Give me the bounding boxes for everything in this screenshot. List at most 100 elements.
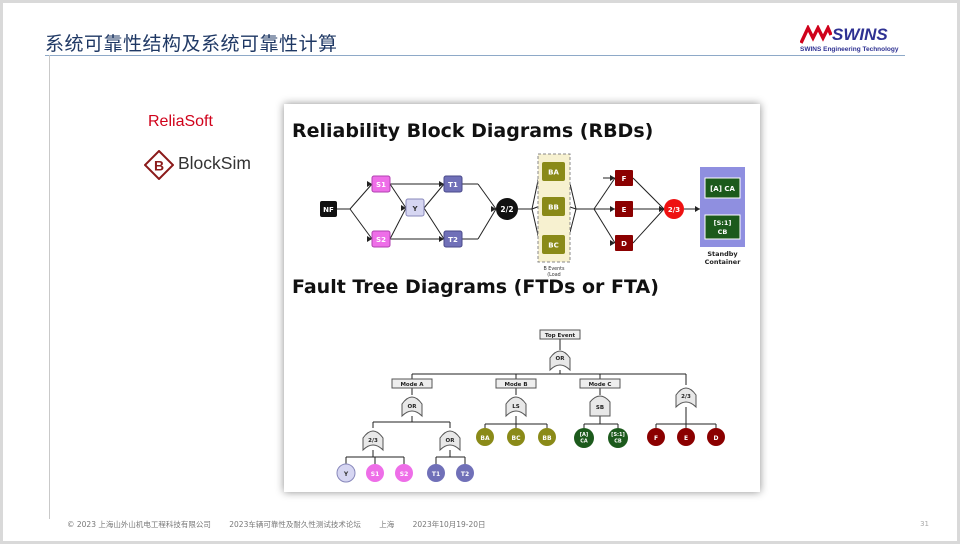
- fta-right-2of3-gate: [675, 387, 697, 409]
- fta-event-ca-label-2: CA: [580, 439, 588, 445]
- fta-mode-c: [579, 378, 621, 389]
- fta-top-event: [539, 329, 581, 340]
- rbd-block-ba: [542, 162, 565, 181]
- rbd-label-bb: BB: [548, 204, 559, 212]
- fta-event-bb: [538, 428, 556, 446]
- rbd-block-cb: [704, 214, 741, 240]
- rbd-node-2of3-label: 2/3: [668, 206, 680, 214]
- rbd-heading: Reliability Block Diagrams (RBDs): [292, 120, 653, 142]
- fta-mode-c-sb-label: SB: [596, 405, 604, 411]
- rbd-start-block: [320, 201, 337, 217]
- fta-event-cb-label-1: [S:1]: [611, 432, 625, 438]
- fta-mode-c-label: Mode C: [589, 382, 612, 388]
- fta-event-ca: [574, 428, 594, 448]
- swins-logo: SWINS SWINS Engineering Technology: [800, 25, 904, 59]
- fta-event-t1: [427, 464, 445, 482]
- fta-mode-b: [495, 378, 537, 389]
- rbd-block-y: [405, 198, 425, 217]
- fta-event-e: [677, 428, 695, 446]
- figure-panel: Reliability Block Diagrams (RBDs) Fault …: [284, 104, 760, 492]
- footer-date: 2023年10月19-20日: [412, 520, 486, 529]
- logo-wordmark: SWINS: [832, 25, 888, 44]
- fta-top-event-label: Top Event: [545, 333, 576, 339]
- slide: 系统可靠性结构及系统可靠性计算 SWINS SWINS Engineering …: [3, 3, 957, 541]
- reliasoft-logo-text: ReliaSoft: [148, 113, 213, 130]
- fta-mode-a-label: Mode A: [400, 382, 424, 388]
- fta-event-y: [336, 463, 356, 483]
- rbd-block-bb: [542, 197, 565, 216]
- fta-connectors: [345, 339, 717, 465]
- rbd-block-e: [615, 201, 633, 217]
- fta-event-ba: [476, 428, 494, 446]
- fta-event-cb-label-2: CB: [614, 439, 622, 445]
- rbd-label-cb-2: CB: [718, 228, 728, 236]
- fta-left-2of3-gate: [362, 430, 384, 452]
- fta-left-or-gate: [439, 430, 461, 452]
- rbd-label-s2: S2: [376, 236, 386, 244]
- fta-event-t1-label: T1: [432, 471, 440, 478]
- fta-top-or-label: OR: [556, 356, 566, 362]
- title-divider: [45, 55, 905, 56]
- rbd-label-bc: BC: [548, 242, 558, 250]
- rbd-block-s1: [371, 175, 391, 193]
- rbd-node-2of2-label: 2/2: [500, 205, 513, 214]
- rbd-block-s2: [371, 230, 391, 248]
- fta-mode-a-or-label: OR: [408, 404, 418, 410]
- fta-mode-b-ls-gate: [505, 396, 527, 418]
- fta-event-bc: [507, 428, 525, 446]
- left-divider: [49, 55, 50, 519]
- footer-city: 上海: [379, 520, 395, 529]
- rbd-label-s1: S1: [376, 181, 386, 189]
- fta-mode-b-label: Mode B: [504, 382, 527, 388]
- rbd-label-y: Y: [411, 205, 418, 213]
- fta-event-t2-label: T2: [461, 471, 469, 478]
- rbd-label-f: F: [622, 175, 627, 183]
- rbd-block-ca: [704, 177, 741, 199]
- fta-heading: Fault Tree Diagrams (FTDs or FTA): [292, 276, 659, 298]
- rbd-block-t1: [443, 175, 463, 193]
- rbd-block-f: [615, 170, 633, 186]
- fta-mode-a-or-gate: [401, 396, 423, 418]
- rbd-block-t2: [443, 230, 463, 248]
- rbd-block-d: [615, 235, 633, 251]
- fta-event-ca-label-1: [A]: [580, 432, 588, 438]
- rbd-node-2of2: [496, 198, 518, 220]
- fta-event-d-label: D: [714, 435, 719, 442]
- rbd-b-events-caption-2: (Load: [547, 272, 560, 278]
- reliability-diagrams-figure: Reliability Block Diagrams (RBDs) Fault …: [292, 120, 745, 483]
- swins-mountain-icon: [800, 25, 832, 44]
- fta-event-f: [647, 428, 665, 446]
- rbd-standby-caption-1: Standby: [707, 250, 738, 258]
- rbd-label-ca: [A] CA: [710, 185, 735, 193]
- fta-event-y-label: Y: [343, 471, 349, 478]
- slide-footer: © 2023 上海山外山机电工程科技有限公司 2023车辆可靠性及耐久性测试技术…: [67, 519, 502, 530]
- footer-copyright: © 2023 上海山外山机电工程科技有限公司: [67, 520, 211, 529]
- rbd-label-cb-1: [S:1]: [714, 219, 732, 227]
- fta-top-or-gate: [549, 350, 571, 372]
- blocksim-logo-text: BlockSim: [178, 153, 251, 173]
- logo-tagline: SWINS Engineering Technology: [800, 46, 899, 53]
- fta-event-s2: [395, 464, 413, 482]
- fta-event-f-label: F: [654, 435, 658, 442]
- fta-mode-a: [391, 378, 433, 389]
- rbd-label-e: E: [622, 206, 627, 214]
- fta-left-or-label: OR: [446, 438, 456, 444]
- fta-event-bb-label: BB: [542, 435, 552, 442]
- fta-mode-c-sb-gate: [589, 395, 611, 417]
- rbd-standby-caption-2: Container: [705, 258, 742, 266]
- footer-forum: 2023车辆可靠性及耐久性测试技术论坛: [229, 520, 361, 529]
- fta-mode-b-ls-label: LS: [512, 404, 520, 410]
- rbd-b-events-caption-1: B Events: [543, 266, 565, 272]
- rbd-label-d: D: [621, 240, 627, 248]
- rbd-label-t1: T1: [448, 181, 458, 189]
- fta-event-s2-label: S2: [400, 471, 409, 478]
- fta-event-s1-label: S1: [371, 471, 380, 478]
- rbd-label-t2: T2: [448, 236, 458, 244]
- fta-event-bc-label: BC: [512, 435, 522, 442]
- fta-event-ba-label: BA: [480, 435, 490, 442]
- fta-event-d: [707, 428, 725, 446]
- slide-title: 系统可靠性结构及系统可靠性计算: [45, 33, 338, 55]
- blocksim-badge-icon: B: [144, 150, 174, 180]
- blocksim-badge-letter: B: [154, 158, 164, 174]
- fta-right-2of3-label: 2/3: [681, 394, 691, 400]
